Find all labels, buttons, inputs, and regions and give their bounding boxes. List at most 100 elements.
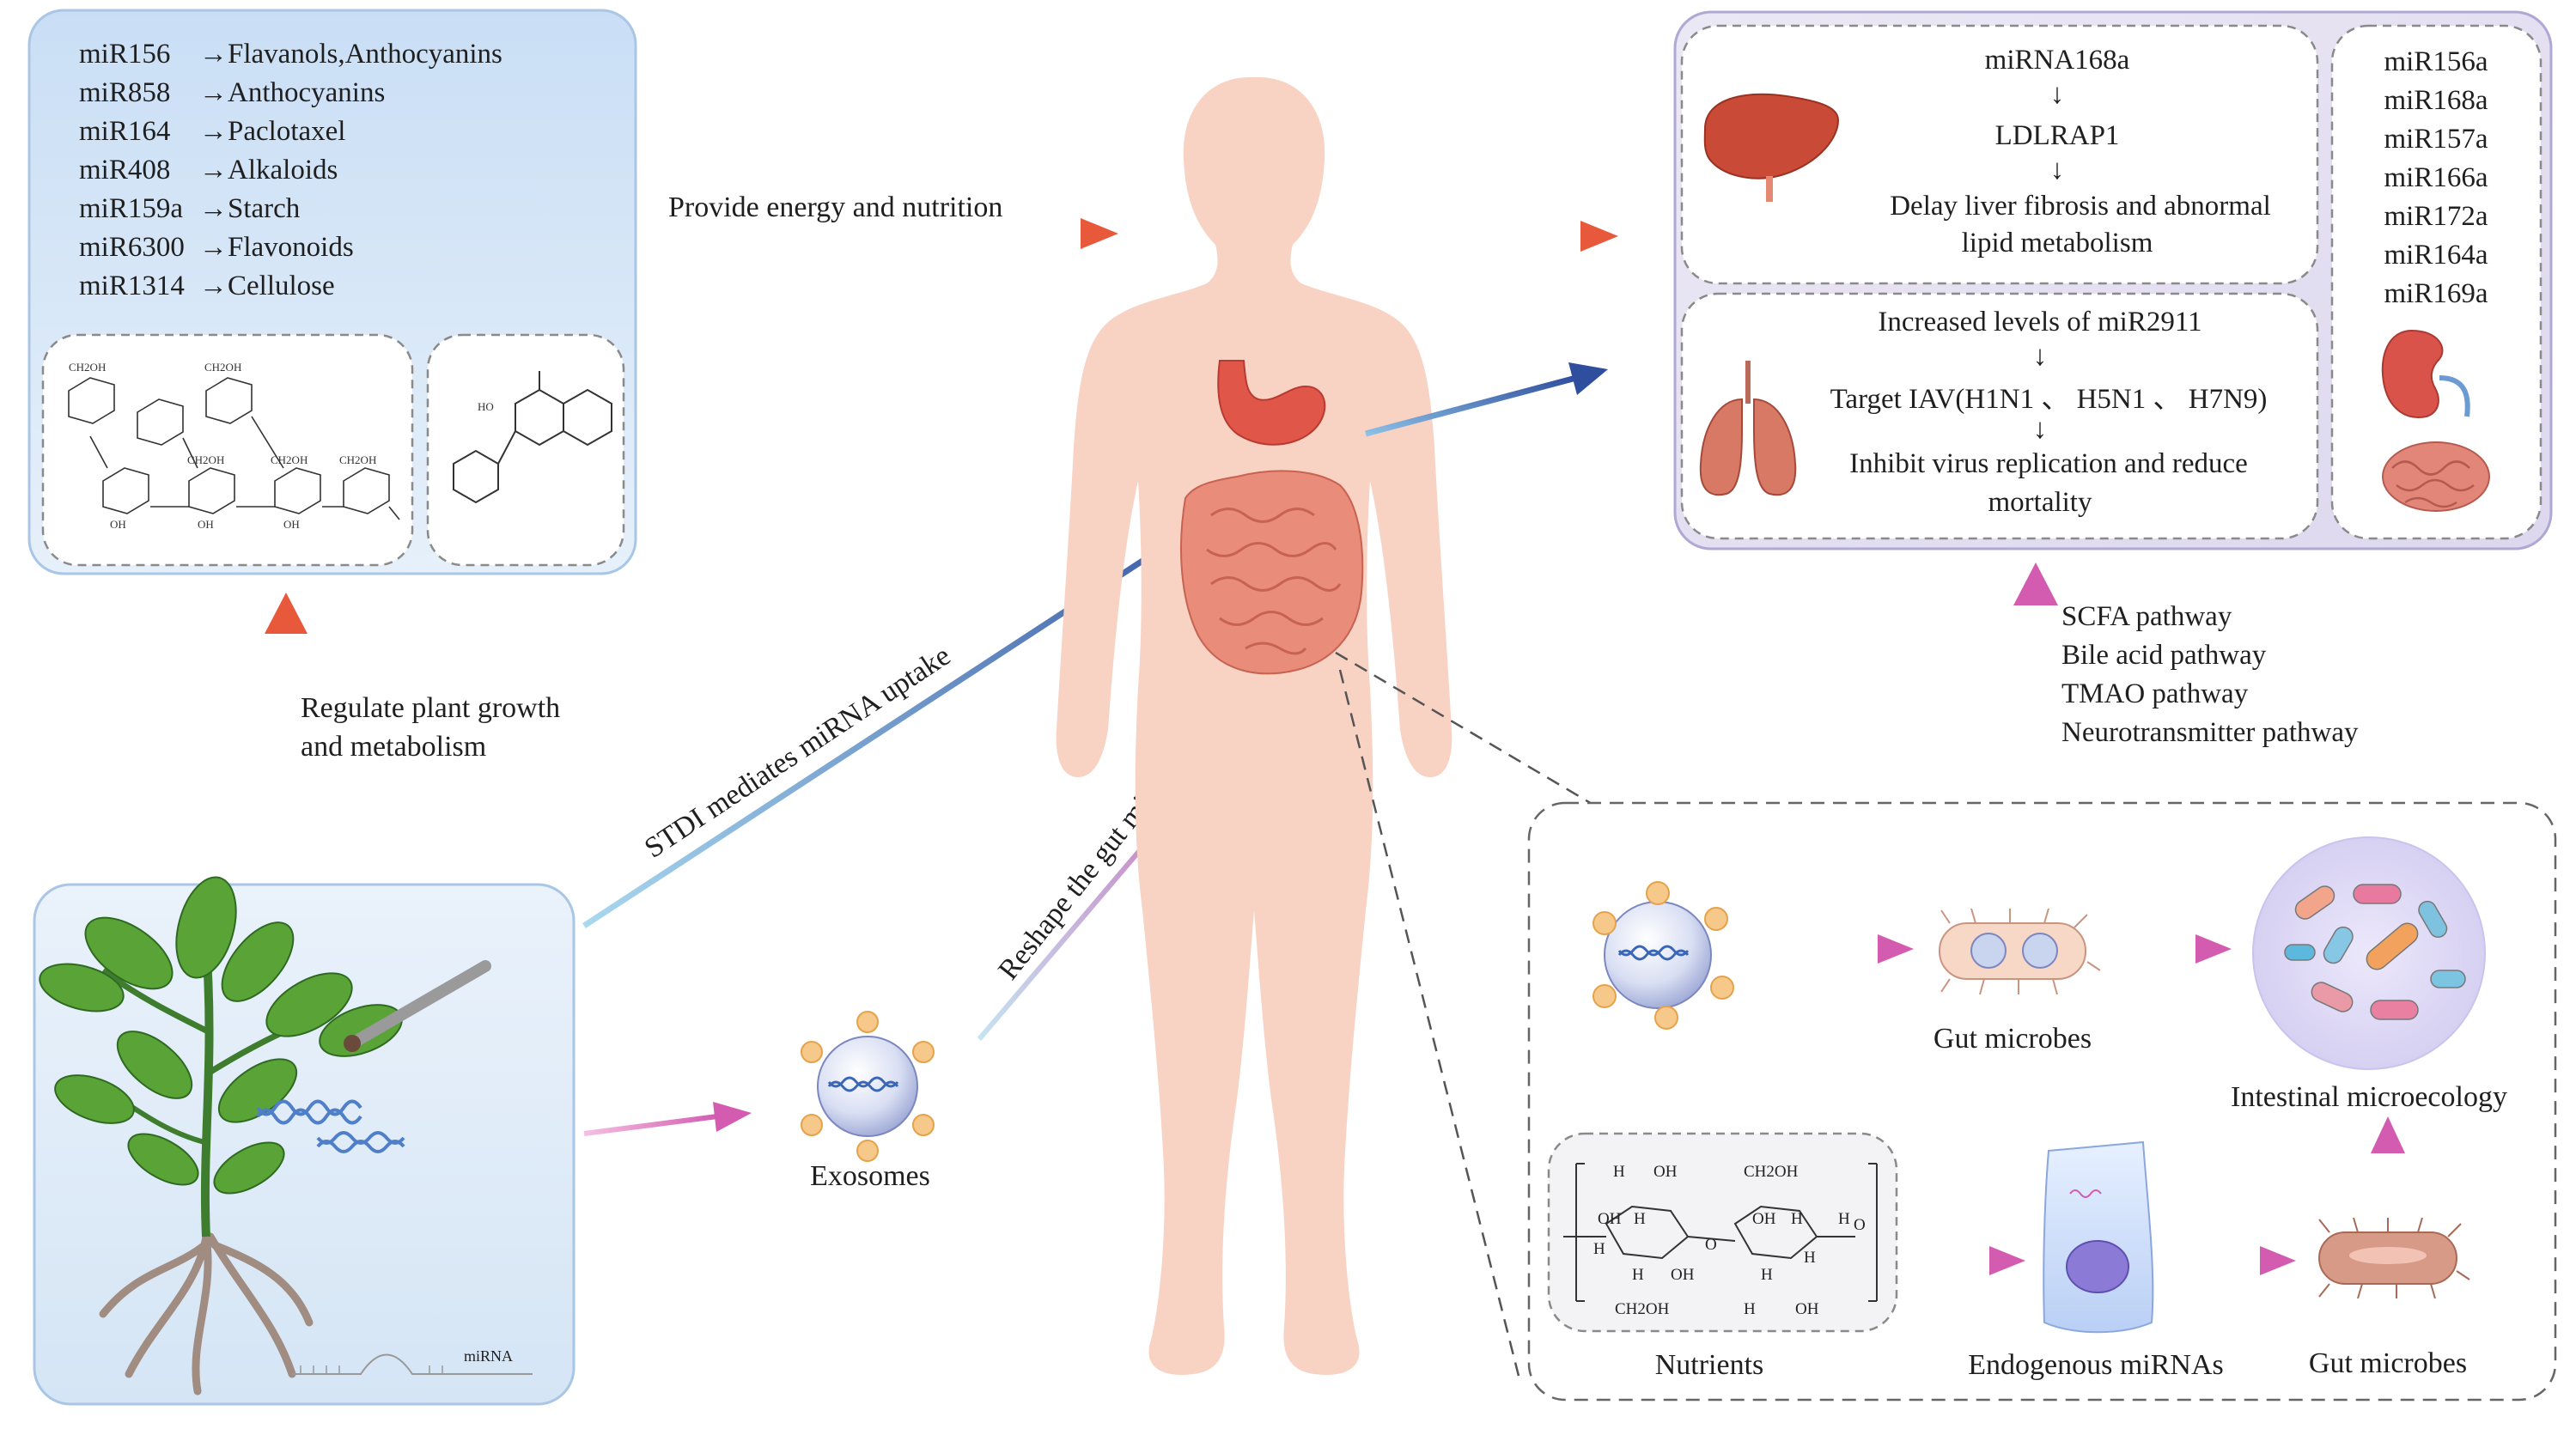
plant-mirna-name: miR164 bbox=[79, 116, 170, 147]
nutrient-chem-label: H bbox=[1593, 1240, 1605, 1258]
liver-arrow-down: ↓ bbox=[2050, 155, 2065, 185]
provide-energy-label: Provide energy and nutrition bbox=[668, 192, 1002, 223]
nutrient-chem-label: H bbox=[1838, 1210, 1850, 1228]
microecology-label: Intestinal microecology bbox=[2231, 1081, 2507, 1113]
gut-flow-arrow bbox=[1911, 1246, 2025, 1275]
lung-arrow-down: ↓ bbox=[2033, 414, 2048, 445]
lung-effect-line1: Inhibit virus replication and reduce bbox=[1849, 448, 2248, 479]
plant-mirna-product: →Anthocyanins bbox=[199, 77, 385, 108]
lung-icon bbox=[1699, 361, 1797, 496]
human-body bbox=[1056, 77, 1452, 1375]
nutrient-chem-label: OH bbox=[1752, 1210, 1776, 1228]
plant-mirna-panel: miR156 →Flavanols,Anthocyanins miR858 →A… bbox=[27, 9, 637, 575]
stomach-to-lung-arrow bbox=[1365, 362, 1608, 437]
organ-mirna: miR172a bbox=[2384, 201, 2488, 232]
chem-label: HO bbox=[478, 400, 494, 413]
nutrient-chem-label: OH bbox=[1598, 1210, 1622, 1228]
organ-mirna: miR164a bbox=[2384, 240, 2488, 271]
nutrients-label: Nutrients bbox=[1655, 1349, 1764, 1381]
nutrient-chem-label: H bbox=[1634, 1210, 1646, 1228]
mirna-hairpin-label: miRNA bbox=[464, 1347, 513, 1365]
intestine-icon bbox=[1180, 470, 1364, 675]
lung-mirna: Increased levels of miR2911 bbox=[1878, 307, 2201, 337]
gut-microbe-icon bbox=[2318, 1217, 2470, 1299]
liver-effect-line2: lipid metabolism bbox=[1962, 228, 2153, 258]
plant-mirna-name: miR6300 bbox=[79, 232, 185, 263]
gut-flow-arrow bbox=[2122, 934, 2232, 964]
plant-mirna-product: →Flavonoids bbox=[199, 232, 354, 263]
plant-mirna-list: miR156 →Flavanols,Anthocyanins miR858 →A… bbox=[79, 39, 502, 301]
liver-effect-box: miRNA168a ↓ LDLRAP1 ↓ Delay liver fibros… bbox=[1680, 24, 2319, 285]
regulate-plant-label: and metabolism bbox=[301, 731, 486, 763]
plant-mirna-name: miR1314 bbox=[79, 271, 185, 301]
flavonol-structure: HO bbox=[426, 333, 625, 567]
plant-mirna-product: →Cellulose bbox=[199, 271, 335, 301]
organ-effects-panel: miRNA168a ↓ LDLRAP1 ↓ Delay liver fibros… bbox=[1673, 10, 2553, 550]
plant-mirna-name: miR156 bbox=[79, 39, 170, 70]
gut-mechanism-panel: Gut microbes Intestinal microecology bbox=[1335, 651, 2557, 1402]
gut-microbes-bottom-label: Gut microbes bbox=[2309, 1347, 2467, 1379]
nutrient-chem-label: H bbox=[1761, 1266, 1773, 1284]
pathway-item: Neurotransmitter pathway bbox=[2061, 717, 2359, 748]
stdi-label: STDI mediates miRNA uptake bbox=[639, 640, 956, 865]
organ-mirna: miR168a bbox=[2384, 85, 2488, 116]
gut-exosome-icon bbox=[1592, 881, 1734, 1030]
nutrient-chem-label: H bbox=[1613, 1163, 1625, 1181]
organ-mirna: miR157a bbox=[2384, 124, 2488, 155]
lung-arrow-down: ↓ bbox=[2033, 341, 2048, 372]
organ-mirna: miR166a bbox=[2384, 162, 2488, 193]
plant-illustration: miRNA bbox=[39, 876, 533, 1396]
nutrient-chem-label: H bbox=[1791, 1210, 1803, 1228]
gut-flow-arrow bbox=[1787, 934, 1914, 964]
plant-mirna-product: →Flavanols,Anthocyanins bbox=[199, 39, 502, 70]
exosome-vesicle bbox=[801, 1011, 935, 1162]
plant-exosome-arrow bbox=[583, 1102, 752, 1136]
chem-label: CH2OH bbox=[271, 453, 308, 466]
pathway-arrow bbox=[2013, 562, 2058, 777]
liver-target: LDLRAP1 bbox=[1995, 120, 2120, 151]
microecology-icon bbox=[2252, 836, 2486, 1070]
chem-label: OH bbox=[198, 518, 214, 531]
chem-label: CH2OH bbox=[187, 453, 224, 466]
nutrient-chem-label: H bbox=[1744, 1300, 1756, 1318]
gut-flow-arrow bbox=[2371, 1116, 2405, 1211]
nutrient-chem-label: CH2OH bbox=[1744, 1163, 1799, 1181]
nutrient-chem-label: OH bbox=[1671, 1266, 1695, 1284]
nutrient-structure: H OH CH2OH OH H OH H H H O O CH2OH H OH … bbox=[1547, 1132, 1898, 1333]
cellulose-structure: CH2OH CH2OH CH2OH CH2OH CH2OH OH OH OH bbox=[41, 333, 414, 567]
plant-mirna-product: →Starch bbox=[199, 193, 301, 224]
nutrient-chem-label: CH2OH bbox=[1615, 1300, 1670, 1318]
chem-label: CH2OH bbox=[339, 453, 376, 466]
lung-target: Target IAV(H1N1 、 H5N1 、 H7N9) bbox=[1830, 384, 2268, 415]
lung-effect-box: Increased levels of miR2911 ↓ Target IAV… bbox=[1680, 292, 2319, 540]
endogenous-label: Endogenous miRNAs bbox=[1968, 1349, 2224, 1381]
plant-mirna-name: miR408 bbox=[79, 155, 170, 185]
liver-mirna: miRNA168a bbox=[1985, 45, 2130, 76]
kidney-icon bbox=[2381, 329, 2444, 418]
pathway-item: SCFA pathway bbox=[2061, 601, 2232, 632]
liver-icon bbox=[1703, 93, 1840, 179]
liver-effect-line1: Delay liver fibrosis and abnormal bbox=[1890, 191, 2271, 222]
chem-label: OH bbox=[110, 518, 126, 531]
organ-mirna-box: miR156a miR168a miR157a miR166a miR172a … bbox=[2330, 24, 2543, 540]
plant-mirna-name: miR858 bbox=[79, 77, 170, 108]
nutrient-chem-label: H bbox=[1632, 1266, 1644, 1284]
regulate-plant-arrow bbox=[265, 593, 308, 850]
chem-label: CH2OH bbox=[204, 361, 241, 374]
plant-mirna-product: →Alkaloids bbox=[199, 155, 338, 185]
plant-mirna-product: →Paclotaxel bbox=[199, 116, 345, 147]
nutrient-chem-label: OH bbox=[1653, 1163, 1678, 1181]
pathway-item: Bile acid pathway bbox=[2061, 640, 2267, 671]
exosomes-label: Exosomes bbox=[810, 1160, 930, 1192]
nutrient-chem-label: H bbox=[1804, 1249, 1816, 1267]
plant-mirna-name: miR159a bbox=[79, 193, 183, 224]
chem-label: CH2OH bbox=[69, 361, 106, 374]
stomach-icon bbox=[1217, 360, 1326, 446]
liver-arrow-down: ↓ bbox=[2050, 79, 2065, 110]
chem-label: OH bbox=[283, 518, 300, 531]
provide-energy-arrow bbox=[644, 218, 1118, 249]
plant-panel: miRNA bbox=[33, 876, 575, 1406]
gut-microbes-top-label: Gut microbes bbox=[1934, 1023, 2092, 1055]
gut-microbe-icon bbox=[1939, 908, 2101, 995]
endogenous-cell-icon bbox=[2043, 1140, 2154, 1334]
